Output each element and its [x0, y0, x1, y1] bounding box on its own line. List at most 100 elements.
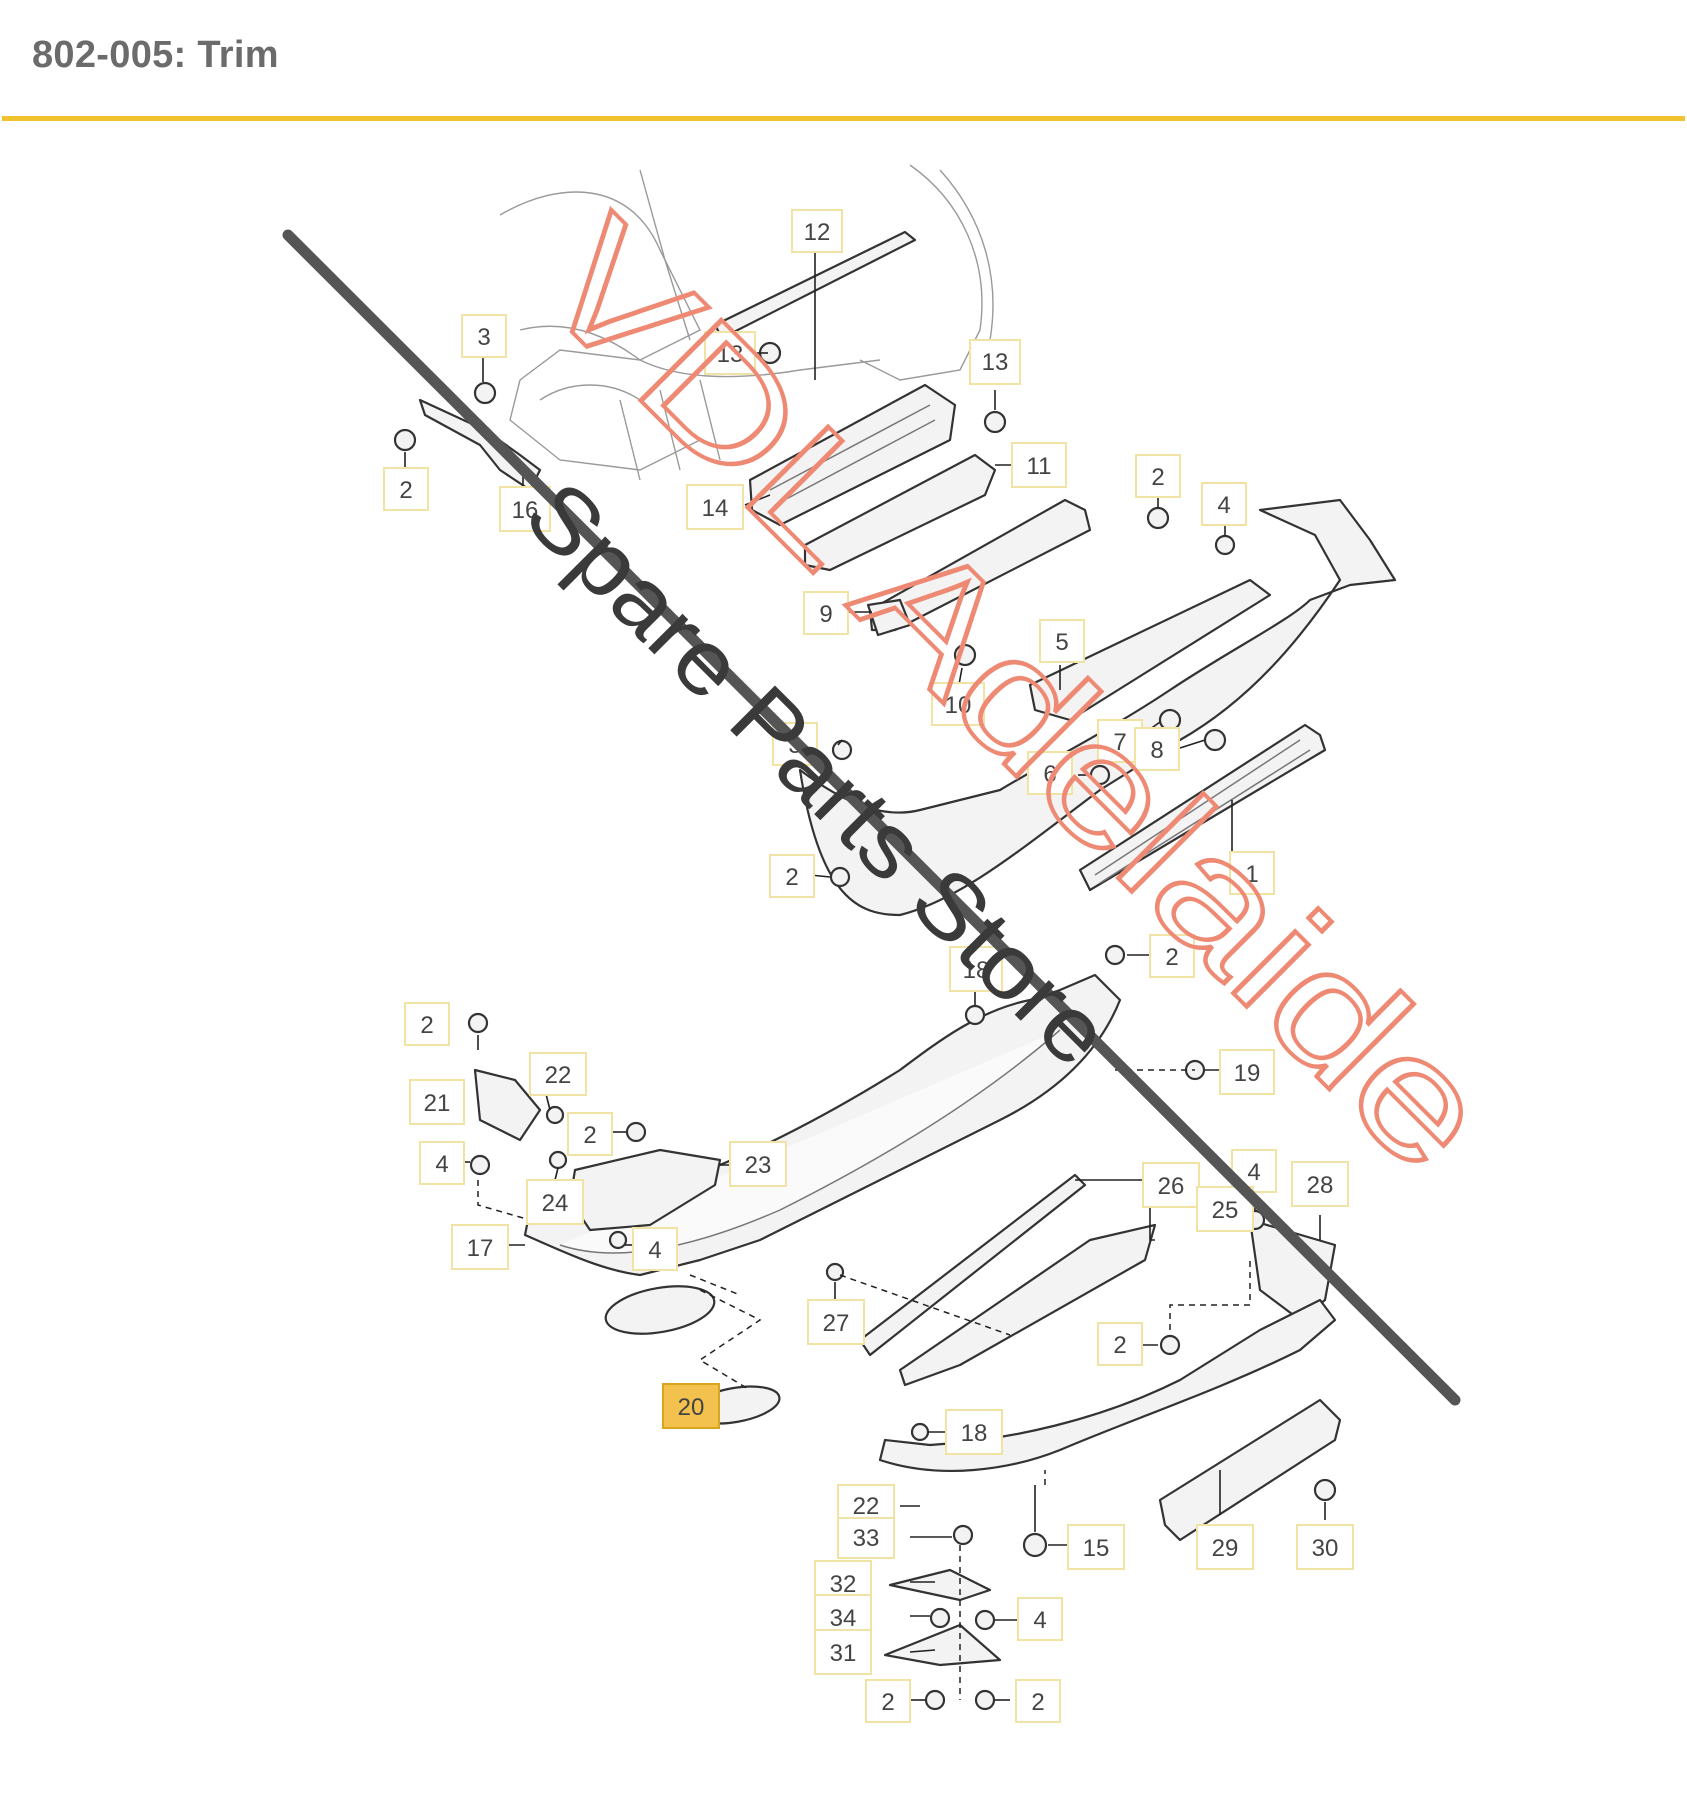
part-26-trim-strip[interactable]	[858, 1173, 1087, 1357]
callout-6[interactable]: 6	[1027, 751, 1073, 795]
part-33-screw[interactable]	[952, 1524, 974, 1546]
part-1-bumper-step[interactable]	[1078, 723, 1327, 892]
callout-25[interactable]: 25	[1196, 1186, 1254, 1232]
part-4-clip-e[interactable]	[974, 1609, 996, 1631]
callout-4-e[interactable]: 4	[1017, 1597, 1063, 1641]
svg-text:4: 4	[648, 1237, 661, 1264]
part-8-ring[interactable]	[1203, 728, 1227, 752]
svg-text:2: 2	[785, 864, 798, 891]
callout-33[interactable]: 33	[837, 1517, 895, 1559]
part-34-nut[interactable]	[929, 1607, 951, 1629]
page-header: 802-005: Trim	[0, 0, 1687, 122]
callout-8[interactable]: 8	[1134, 727, 1180, 771]
part-9-guide-end[interactable]	[866, 598, 912, 637]
svg-text:18: 18	[961, 1420, 988, 1447]
part-27-clip[interactable]	[825, 1262, 845, 1282]
part-2-screw-d[interactable]	[1104, 944, 1126, 966]
part-1-rear-bumper-cover[interactable]	[798, 498, 1397, 917]
svg-text:14: 14	[702, 495, 729, 522]
callout-2-d[interactable]: 2	[1149, 934, 1195, 978]
callout-30[interactable]: 30	[1296, 1524, 1354, 1570]
callout-23[interactable]: 23	[729, 1141, 787, 1187]
part-6-clip[interactable]	[1089, 764, 1111, 786]
part-11-bracket[interactable]	[803, 453, 997, 572]
part-4-clip-a[interactable]	[1214, 534, 1236, 556]
callout-28[interactable]: 28	[1291, 1161, 1349, 1207]
callout-5[interactable]: 5	[1039, 619, 1085, 663]
part-2-screw-e[interactable]	[467, 1012, 489, 1034]
callout-18-a[interactable]: 18	[949, 946, 1003, 992]
callout-24[interactable]: 24	[526, 1179, 584, 1225]
callout-2-f[interactable]: 2	[567, 1112, 613, 1156]
callout-15[interactable]: 15	[1067, 1524, 1125, 1570]
callout-2-h[interactable]: 2	[865, 1679, 911, 1723]
callout-27[interactable]: 27	[807, 1299, 865, 1345]
callout-4-d[interactable]: 4	[632, 1227, 678, 1271]
header-divider-bar	[2, 116, 1685, 121]
part-29-mount[interactable]	[1158, 1398, 1342, 1542]
part-4-clip-d[interactable]	[608, 1230, 628, 1250]
callout-19[interactable]: 19	[1219, 1049, 1275, 1095]
part-18-clip-b[interactable]	[910, 1422, 930, 1442]
callout-group: 12 13 13 3 2 16 14 11 2 4 9 10 5 3 7 8 6…	[383, 209, 1354, 1723]
part-31-plate[interactable]	[883, 1623, 1002, 1667]
callout-13-b[interactable]: 13	[969, 339, 1021, 385]
svg-text:28: 28	[1307, 1172, 1334, 1199]
part-13-nut-b[interactable]	[983, 410, 1007, 434]
callout-16[interactable]: 16	[499, 486, 551, 532]
callout-2-b[interactable]: 2	[1135, 454, 1181, 498]
part-30-bolt[interactable]	[1313, 1478, 1337, 1502]
parts-diagram: 12 13 13 3 2 16 14 11 2 4 9 10 5 3 7 8 6…	[282, 164, 1528, 1723]
part-25-diffuser-insert[interactable]	[898, 1223, 1157, 1387]
part-2-screw-g[interactable]	[1159, 1334, 1181, 1356]
part-2-screw-h[interactable]	[924, 1689, 946, 1711]
part-21-bracket[interactable]	[473, 1068, 542, 1142]
callout-26[interactable]: 26	[1142, 1162, 1200, 1208]
callout-2-e[interactable]: 2	[404, 1002, 450, 1046]
part-2-screw-a[interactable]	[393, 428, 417, 452]
callout-20[interactable]: 20	[662, 1383, 720, 1429]
callout-10[interactable]: 10	[931, 682, 985, 726]
part-15-bolt[interactable]	[1022, 1532, 1048, 1558]
callout-2-i[interactable]: 2	[1015, 1679, 1061, 1723]
part-16-side-bracket[interactable]	[418, 398, 542, 492]
callout-2-c[interactable]: 2	[769, 854, 815, 898]
callout-2-a[interactable]: 2	[383, 467, 429, 511]
callout-22-a[interactable]: 22	[529, 1052, 587, 1096]
part-4-clip-b[interactable]	[469, 1154, 491, 1176]
svg-text:29: 29	[1212, 1535, 1239, 1562]
callout-12[interactable]: 12	[791, 209, 843, 253]
callout-18-b[interactable]: 18	[945, 1409, 1003, 1455]
callout-2-g[interactable]: 2	[1097, 1322, 1143, 1366]
svg-text:31: 31	[830, 1640, 857, 1667]
callout-17[interactable]: 17	[451, 1224, 509, 1270]
part-2-screw-b[interactable]	[1146, 506, 1170, 530]
part-2-screw-c[interactable]	[829, 866, 851, 888]
callout-14[interactable]: 14	[686, 484, 744, 530]
svg-text:21: 21	[424, 1090, 451, 1117]
callout-21[interactable]: 21	[409, 1079, 465, 1125]
callout-11[interactable]: 11	[1011, 442, 1067, 488]
callout-3-a[interactable]: 3	[461, 314, 507, 358]
callout-31[interactable]: 31	[814, 1629, 872, 1675]
callout-13-a[interactable]: 13	[704, 331, 756, 375]
callout-4-a[interactable]: 4	[1201, 482, 1247, 526]
part-18-clip-a[interactable]	[964, 1004, 986, 1026]
part-32-plate[interactable]	[888, 1568, 992, 1602]
part-22-diffuser-lower[interactable]	[878, 1298, 1337, 1472]
part-24-clip[interactable]	[548, 1150, 568, 1170]
callout-4-b[interactable]: 4	[419, 1141, 465, 1185]
part-14-bumper-carrier[interactable]	[748, 383, 957, 527]
part-5-trim-panel[interactable]	[1028, 578, 1272, 722]
callout-1[interactable]: 1	[1229, 851, 1275, 895]
part-9-guide[interactable]	[868, 498, 1092, 632]
part-2-screw-i[interactable]	[974, 1689, 996, 1711]
callout-9[interactable]: 9	[803, 591, 849, 635]
callout-29[interactable]: 29	[1196, 1524, 1254, 1570]
part-3-clip-a[interactable]	[473, 381, 497, 405]
svg-text:9: 9	[819, 601, 832, 628]
part-22-clip-a[interactable]	[545, 1105, 565, 1125]
part-2-screw-f[interactable]	[625, 1121, 647, 1143]
svg-text:4: 4	[435, 1151, 448, 1178]
part-10-bolt[interactable]	[953, 643, 977, 667]
